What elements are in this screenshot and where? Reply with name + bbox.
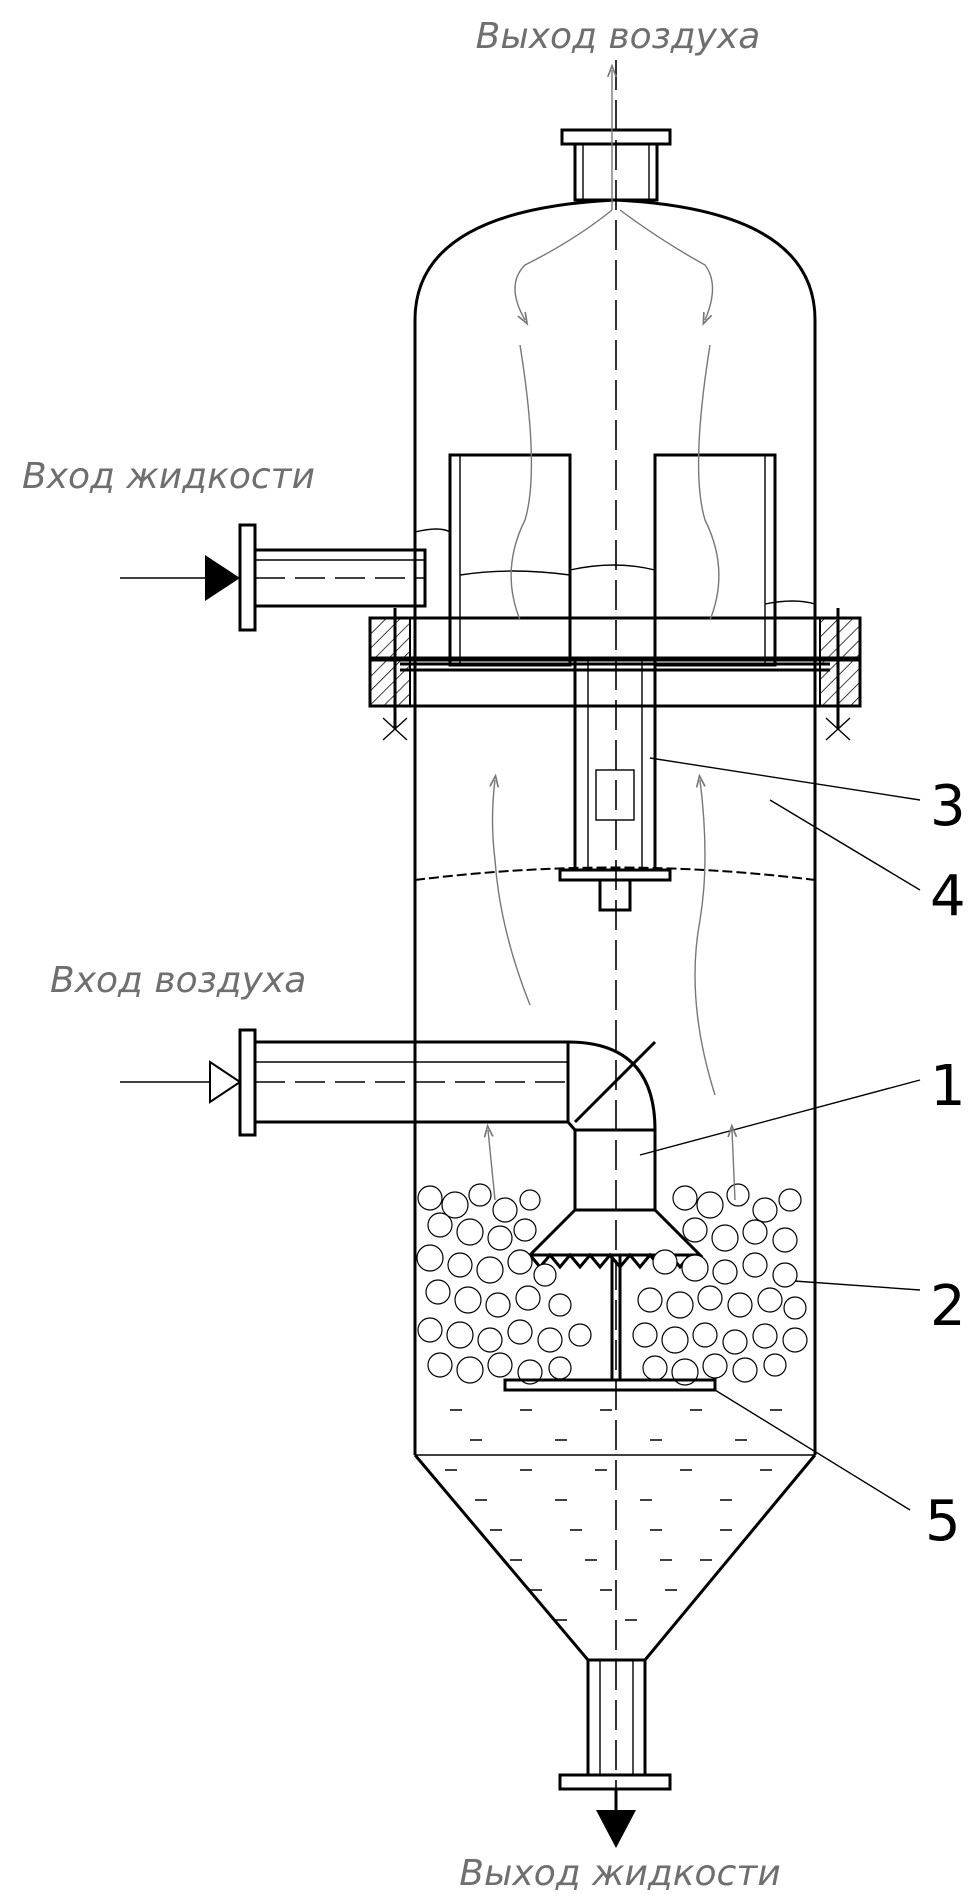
leader-3 xyxy=(649,757,921,801)
leader-1 xyxy=(639,1079,921,1156)
callout-5: 5 xyxy=(925,1489,961,1554)
leader-4 xyxy=(769,799,921,891)
callout-3: 3 xyxy=(930,774,966,839)
callout-1: 1 xyxy=(930,1054,966,1119)
vessel-shell xyxy=(368,198,862,1662)
callout-2: 2 xyxy=(930,1274,966,1339)
liquid-outlet-nozzle xyxy=(558,1658,672,1848)
air-flow-lines xyxy=(488,70,735,1201)
liquid-outlet-label: Выход жидкости xyxy=(459,1853,780,1894)
air-outlet-label: Выход воздуха xyxy=(476,16,761,57)
liquid-level-marks xyxy=(445,1409,782,1621)
liquid-inlet-nozzle xyxy=(120,523,427,632)
bottom-plate xyxy=(503,1378,717,1392)
central-downcomer xyxy=(558,658,672,912)
liquid-outlet-arrow xyxy=(596,1810,636,1848)
leader-5 xyxy=(714,1389,911,1511)
air-inlet-label: Вход воздуха xyxy=(50,960,306,1001)
liquid-inlet-label: Вход жидкости xyxy=(22,456,315,497)
leader-2 xyxy=(779,1279,921,1291)
callout-4: 4 xyxy=(930,864,966,929)
air-inlet-nozzle xyxy=(120,1028,704,1380)
separation-zone-boundary xyxy=(414,866,816,881)
upper-cups xyxy=(414,453,816,667)
packing-bubbles xyxy=(416,1183,808,1386)
